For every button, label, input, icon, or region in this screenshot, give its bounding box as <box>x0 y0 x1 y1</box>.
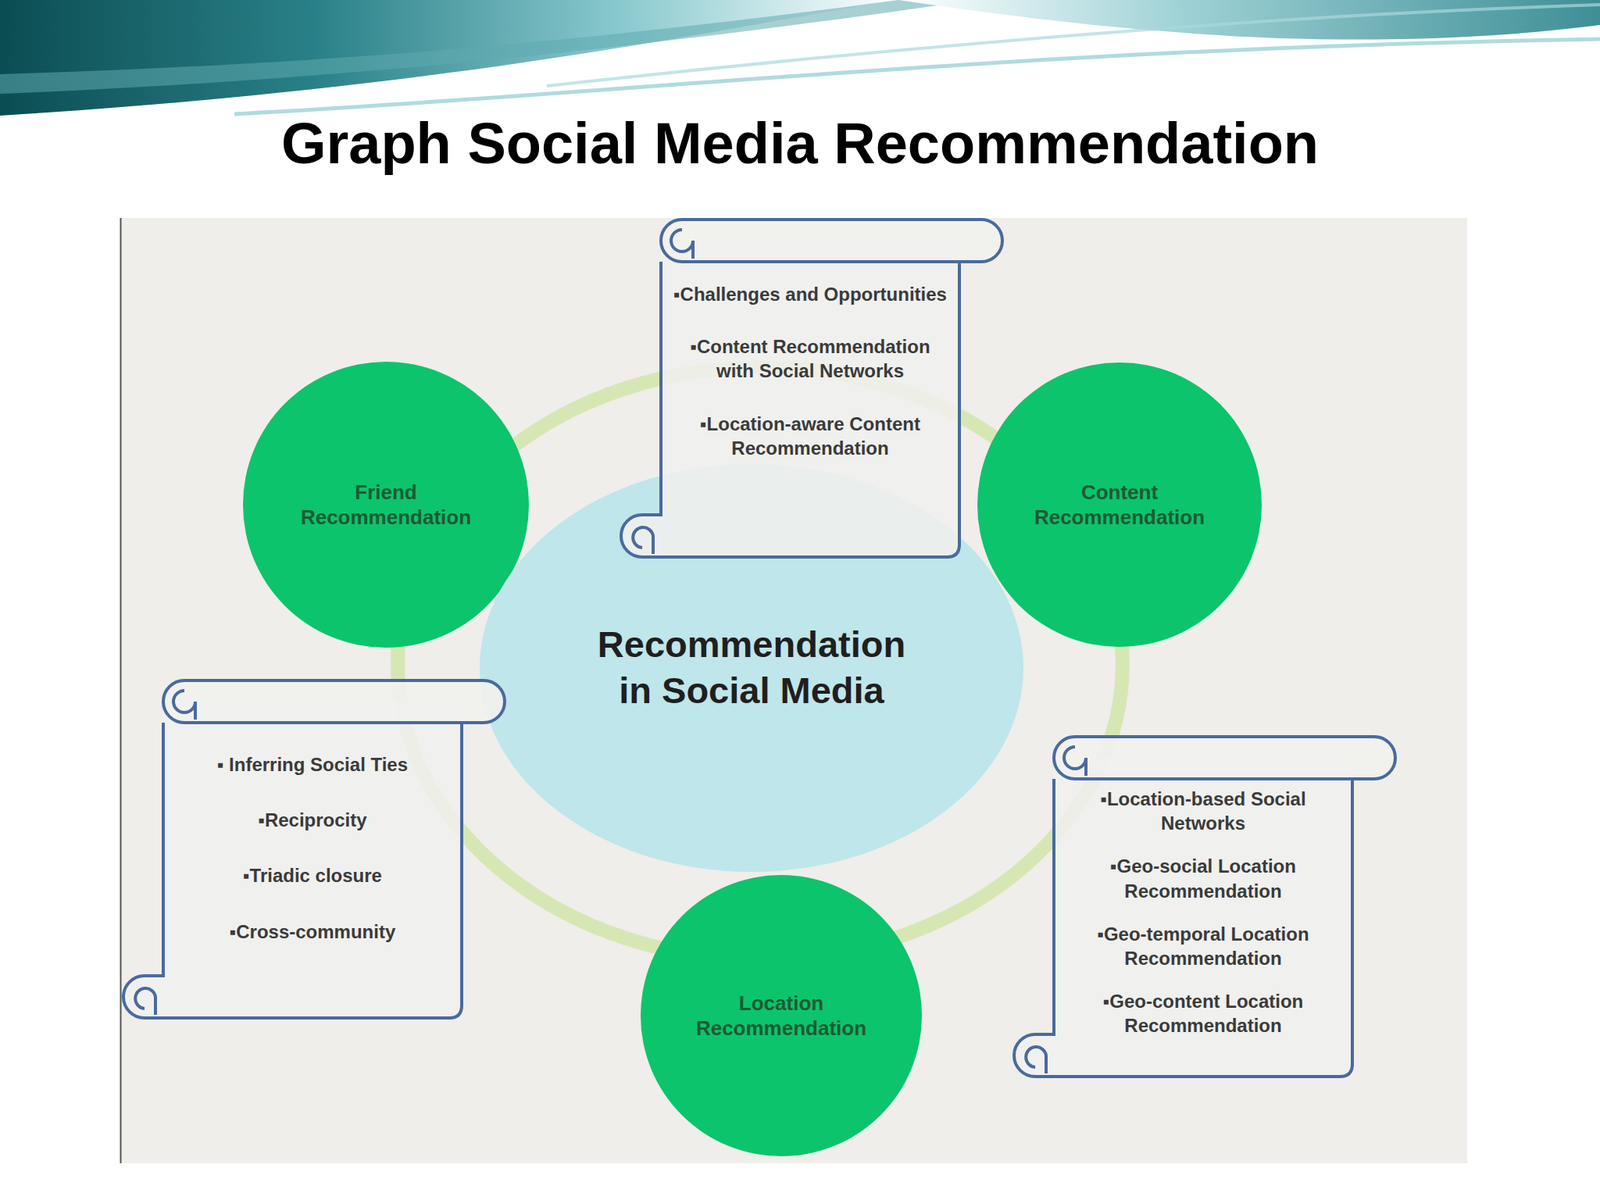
panel-border <box>120 217 122 1164</box>
scroll-curl <box>135 988 156 1015</box>
scroll-box: ▪Challenges and Opportunities ▪Content Re… <box>620 219 1003 558</box>
bullet-item: ▪Location-aware Content Recommendation <box>670 411 950 461</box>
scroll-outline <box>1014 778 1353 1077</box>
header-swoosh <box>234 39 1600 115</box>
node-label: Recommendation in Social Media <box>579 621 924 715</box>
shape-fill <box>640 875 922 1157</box>
bullet-item: ▪Geo-social Location Recommendation <box>1063 853 1343 903</box>
bullet-item: ▪Reciprocity <box>257 807 367 833</box>
bullet-item: ▪Location-based Social Networks <box>1063 786 1343 836</box>
scroll-curl <box>671 229 693 259</box>
scroll-curl <box>1025 1046 1047 1074</box>
topic-circle: Location Recommendation <box>640 875 922 1157</box>
scroll-fill <box>1014 757 1353 1077</box>
scroll-outline <box>123 722 462 1018</box>
scroll-fill <box>621 240 960 558</box>
scroll-roll <box>163 680 505 723</box>
bullet-item: ▪Cross-community <box>229 919 397 944</box>
scroll-box: ▪Location-based Social Networks ▪Geo-soci… <box>1013 736 1396 1077</box>
scroll-curl <box>632 527 654 554</box>
bullet-item: ▪Challenges and Opportunities <box>673 282 947 307</box>
header-swoosh <box>546 4 1600 86</box>
bullet-item: ▪Geo-temporal Location Recommendation <box>1063 921 1343 971</box>
title: Graph Social Media Recommendation <box>0 107 1600 180</box>
text-group: Content Recommendation <box>977 362 1262 647</box>
topic-circle: Content Recommendation <box>977 362 1262 647</box>
text-group: Location Recommendation <box>640 875 922 1157</box>
scroll-fill <box>123 701 462 1018</box>
shape-fill <box>242 361 529 648</box>
node-label: Friend Recommendation <box>288 479 484 531</box>
bullet-item: ▪Content Recommendation with Social Netw… <box>670 334 950 383</box>
shape-fill <box>479 464 1024 872</box>
node-label: Content Recommendation <box>1021 479 1218 531</box>
shape-outline <box>977 362 1262 647</box>
scroll-roll <box>1053 736 1396 779</box>
topic-circle: Friend Recommendation <box>242 361 529 648</box>
text-group: ▪Location-based Social Networks ▪Geo-soci… <box>1063 786 1343 1039</box>
bullet-item: ▪Triadic closure <box>242 863 383 888</box>
scroll-outline <box>621 261 960 558</box>
node-label: Location Recommendation <box>683 990 879 1042</box>
shape-outline <box>122 680 505 1018</box>
scroll-curl <box>173 690 196 720</box>
shape-fill <box>977 362 1262 647</box>
bullet-item: ▪ Inferring Social Ties <box>217 752 408 777</box>
scroll-roll <box>660 219 1003 262</box>
panel <box>120 217 1468 1164</box>
shape-outline <box>640 875 922 1157</box>
scroll-box: ▪ Inferring Social Ties ▪Reciprocity ▪Tria… <box>122 680 505 1018</box>
shape-outline <box>620 219 1003 558</box>
bullet-item: ▪Geo-content Location Recommendation <box>1063 989 1343 1038</box>
text-group: ▪ Inferring Social Ties ▪Reciprocity ▪Tria… <box>172 752 453 944</box>
text-group: ▪Challenges and Opportunities ▪Content Re… <box>670 282 950 461</box>
header-wave <box>0 0 977 94</box>
scroll-curl <box>1064 746 1086 776</box>
header-wave <box>898 0 1600 40</box>
shape-outline <box>242 361 529 648</box>
text-group: Friend Recommendation <box>242 361 529 648</box>
